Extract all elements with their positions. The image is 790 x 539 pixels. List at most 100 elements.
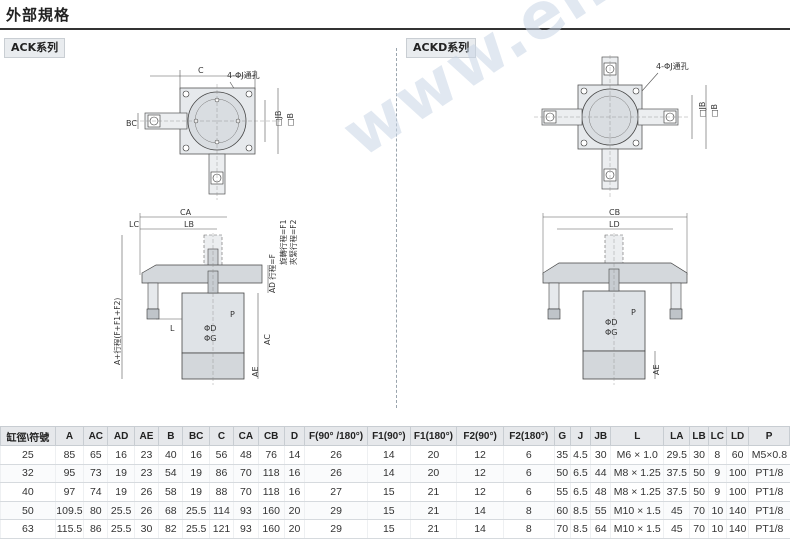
table-cell: 76 bbox=[257, 445, 285, 465]
table-cell: 50 bbox=[689, 464, 709, 484]
table-cell: 26 bbox=[133, 501, 159, 521]
table-header-row: 缸徑\符號 A AC AD AE B BC C CA CB D F(90° /1… bbox=[0, 426, 790, 446]
table-cell: 8 bbox=[502, 501, 555, 521]
table-cell: 100 bbox=[725, 464, 749, 484]
table-cell: 8 bbox=[707, 445, 727, 465]
col-header: AE bbox=[133, 426, 160, 446]
dim-ac: AC bbox=[263, 334, 272, 345]
table-cell: M10 × 1.5 bbox=[610, 519, 664, 539]
table-cell: PT1/8 bbox=[748, 482, 790, 502]
table-cell: 29.5 bbox=[663, 445, 690, 465]
table-cell: 45 bbox=[663, 501, 690, 521]
table-cell: 15 bbox=[367, 519, 411, 539]
table-cell: 29 bbox=[304, 519, 368, 539]
table-cell: 118 bbox=[257, 482, 285, 502]
table-cell: 19 bbox=[182, 482, 210, 502]
table-cell: 25.5 bbox=[182, 519, 210, 539]
table-cell: 114 bbox=[208, 501, 234, 521]
table-cell: 50 bbox=[553, 464, 571, 484]
dim-clamp: 夾緊行程=F2 bbox=[288, 219, 298, 265]
table-cell: 58 bbox=[158, 482, 183, 502]
table-cell: 26 bbox=[133, 482, 159, 502]
table-cell: 68 bbox=[158, 501, 183, 521]
table-cell: 64 bbox=[590, 519, 611, 539]
table-cell: 21 bbox=[409, 482, 457, 502]
col-header: AD bbox=[107, 426, 135, 446]
table-cell: 54 bbox=[158, 464, 183, 484]
dim-bc: BC bbox=[126, 119, 137, 128]
table-cell: 27 bbox=[304, 482, 368, 502]
page-title: 外部規格 bbox=[6, 6, 71, 24]
section-label-ack: ACK系列 bbox=[4, 38, 66, 58]
table-cell: 14 bbox=[456, 519, 504, 539]
col-header: LD bbox=[725, 426, 750, 446]
table-cell: 15 bbox=[367, 501, 411, 521]
table-cell: 26 bbox=[304, 445, 368, 465]
col-header: D bbox=[283, 426, 306, 446]
table-cell: 12 bbox=[456, 445, 504, 465]
table-cell: 16 bbox=[283, 482, 305, 502]
table-cell: 70 bbox=[233, 482, 258, 502]
dim-rot: 旋轉行程=F1 bbox=[278, 219, 288, 265]
col-header: JB bbox=[590, 426, 612, 446]
dim-c: C bbox=[198, 66, 204, 75]
table-cell: 88 bbox=[208, 482, 234, 502]
table-cell: 65 bbox=[83, 445, 108, 465]
dim-stroke: A+行程(F+F1+F2) bbox=[112, 298, 122, 365]
ack-side-view-drawing: CA LB LC ΦD ΦG P A+行程(F+F1+F2) L AD 行程=F… bbox=[112, 208, 298, 385]
table-cell: 30 bbox=[590, 445, 611, 465]
table-cell: 16 bbox=[107, 445, 135, 465]
table-cell: 19 bbox=[182, 464, 210, 484]
col-header: 缸徑\符號 bbox=[0, 426, 56, 446]
table-cell: 12 bbox=[456, 464, 504, 484]
table-cell: PT1/8 bbox=[748, 501, 790, 521]
table-cell: 21 bbox=[409, 519, 457, 539]
table-cell: 100 bbox=[725, 482, 749, 502]
table-cell: 121 bbox=[208, 519, 234, 539]
col-header: F1(180°) bbox=[409, 426, 458, 446]
table-cell: 30 bbox=[133, 519, 159, 539]
table-cell: 109.5 bbox=[54, 501, 84, 521]
table-cell: 23 bbox=[133, 464, 159, 484]
table-cell: PT1/8 bbox=[748, 464, 790, 484]
col-header: LA bbox=[663, 426, 691, 446]
table-cell: 8 bbox=[502, 519, 555, 539]
table-cell: 140 bbox=[725, 519, 749, 539]
dim-hole-ack: 4-ΦJ通孔 bbox=[227, 70, 260, 80]
table-cell: 40 bbox=[158, 445, 183, 465]
dim-b: □B bbox=[286, 113, 295, 126]
table-cell: 21 bbox=[409, 501, 457, 521]
table-cell: 140 bbox=[725, 501, 749, 521]
dim-cb: CB bbox=[609, 208, 620, 217]
table-cell: 26 bbox=[304, 464, 368, 484]
table-cell: 23 bbox=[133, 445, 159, 465]
col-header: L bbox=[610, 426, 665, 446]
table-cell: 95 bbox=[54, 464, 84, 484]
spec-table: 缸徑\符號 A AC AD AE B BC C CA CB D F(90° /1… bbox=[0, 426, 790, 539]
table-cell: 35 bbox=[553, 445, 571, 465]
table-cell: 10 bbox=[707, 519, 727, 539]
table-cell: 86 bbox=[208, 464, 234, 484]
table-cell: 19 bbox=[107, 482, 135, 502]
table-cell: 115.5 bbox=[54, 519, 84, 539]
dim-ad: AD 行程=F bbox=[267, 254, 277, 293]
dim-ae-ackd: AE bbox=[652, 364, 661, 375]
table-cell: M8 × 1.25 bbox=[610, 464, 664, 484]
ackd-side-view-drawing: CB LD ΦD ΦG P AE bbox=[542, 208, 688, 385]
page-header: 外部規格 bbox=[0, 0, 790, 30]
table-cell: 25.5 bbox=[107, 519, 135, 539]
table-cell: 73 bbox=[83, 464, 108, 484]
table-cell: 4.5 bbox=[569, 445, 591, 465]
table-cell: 8.5 bbox=[569, 519, 591, 539]
table-cell: 160 bbox=[257, 501, 285, 521]
table-cell: 70 bbox=[689, 501, 709, 521]
col-header: F2(180°) bbox=[502, 426, 555, 446]
table-cell: 14 bbox=[367, 445, 411, 465]
table-cell: M6 × 1.0 bbox=[610, 445, 664, 465]
table-cell: 85 bbox=[54, 445, 84, 465]
table-cell: 48 bbox=[233, 445, 258, 465]
col-header: AC bbox=[83, 426, 109, 446]
table-cell: 14 bbox=[367, 464, 411, 484]
